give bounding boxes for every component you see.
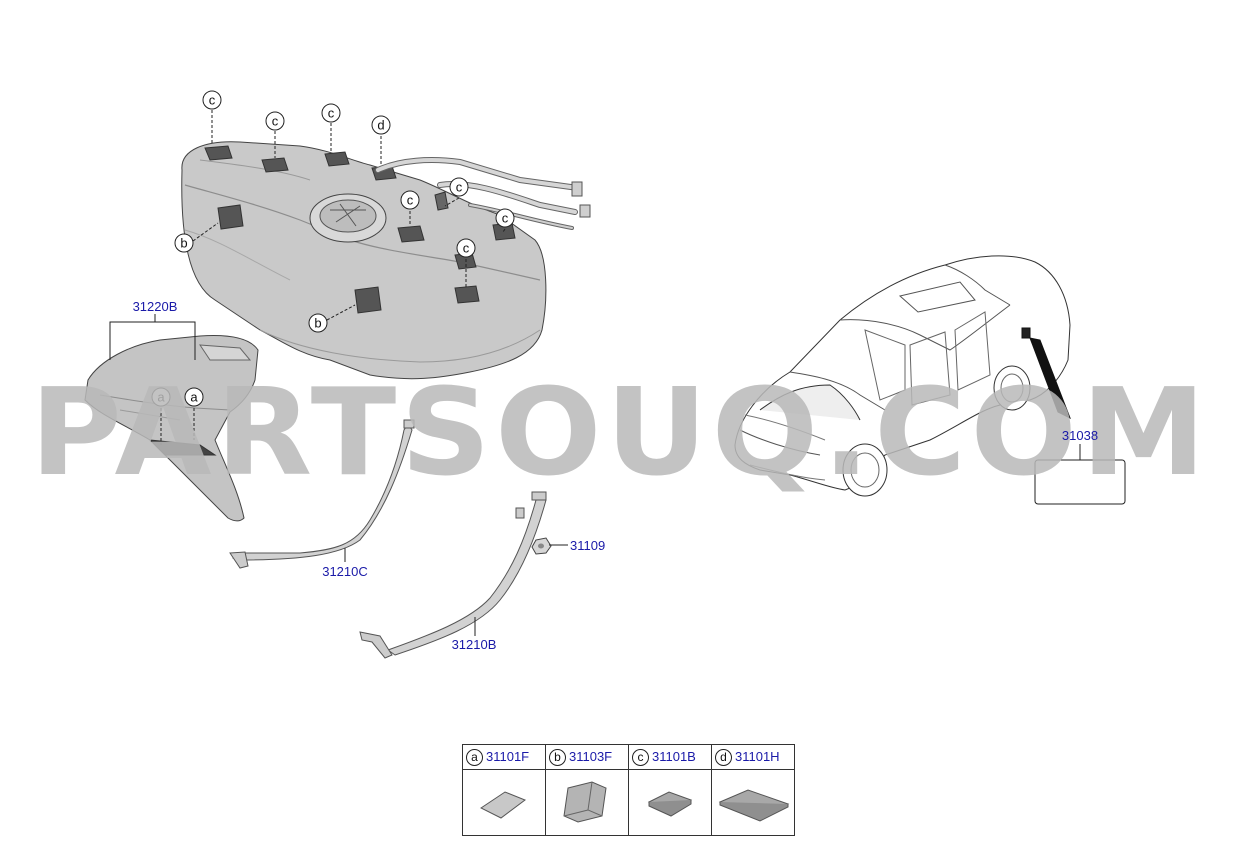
- legend-part-31101f[interactable]: 31101F: [486, 749, 530, 765]
- legend-image-d: [711, 769, 795, 836]
- callout-a: a: [184, 387, 204, 407]
- callout-c: c: [265, 111, 285, 131]
- svg-text:b: b: [180, 236, 187, 251]
- callout-d: d: [371, 115, 391, 135]
- svg-text:c: c: [407, 193, 414, 208]
- legend-image-b: [545, 769, 629, 836]
- part-label-31210b[interactable]: 31210B: [452, 637, 497, 652]
- svg-text:c: c: [328, 106, 335, 121]
- nut-31109: [531, 537, 552, 555]
- pad-c-illustration: [647, 791, 693, 817]
- legend-letter-c: c: [632, 748, 649, 766]
- svg-text:b: b: [314, 316, 321, 331]
- leader-lines: [109, 110, 568, 636]
- legend-part-31103f[interactable]: 31103F: [569, 749, 613, 765]
- callout-c: c: [456, 238, 476, 258]
- callout-b: b: [308, 313, 328, 333]
- svg-text:c: c: [463, 241, 470, 256]
- callout-c: c: [495, 208, 515, 228]
- vehicle: [734, 255, 1071, 497]
- pad-b-illustration: [563, 781, 607, 823]
- svg-text:c: c: [502, 211, 509, 226]
- svg-text:c: c: [456, 180, 463, 195]
- pad-d-illustration: [718, 789, 790, 822]
- legend-part-31101h[interactable]: 31101H: [735, 749, 780, 765]
- svg-text:d: d: [377, 118, 384, 133]
- strap-31210b: [359, 491, 547, 659]
- svg-text:c: c: [272, 114, 279, 129]
- fuel-tank: [181, 141, 591, 380]
- legend-image-a: [462, 769, 546, 836]
- part-label-31210c[interactable]: 31210C: [322, 564, 368, 579]
- legend-letter-d: d: [715, 748, 732, 766]
- pad-a-illustration: [480, 791, 527, 819]
- svg-text:a: a: [190, 390, 198, 405]
- callout-c: c: [321, 103, 341, 123]
- part-label-31220b[interactable]: 31220B: [133, 299, 178, 314]
- callout-a: a: [151, 387, 171, 407]
- heat-shield: [84, 335, 259, 522]
- svg-text:a: a: [157, 390, 165, 405]
- callout-c: c: [449, 177, 469, 197]
- strap-31210c: [229, 419, 415, 569]
- legend-letter-b: b: [549, 748, 566, 766]
- legend-image-c: [628, 769, 712, 836]
- legend-part-31101b[interactable]: 31101B: [652, 749, 696, 765]
- watermark-text: PARTSOUQ.COM: [30, 364, 1210, 503]
- callout-c: c: [202, 90, 222, 110]
- callout-b: b: [174, 233, 194, 253]
- part-label-31038[interactable]: 31038: [1062, 428, 1098, 443]
- svg-text:c: c: [209, 93, 216, 108]
- legend-letter-a: a: [466, 748, 483, 766]
- callout-c: c: [400, 190, 420, 210]
- part-label-31109[interactable]: 31109: [570, 538, 605, 553]
- fuel-label-31038: [1029, 337, 1126, 505]
